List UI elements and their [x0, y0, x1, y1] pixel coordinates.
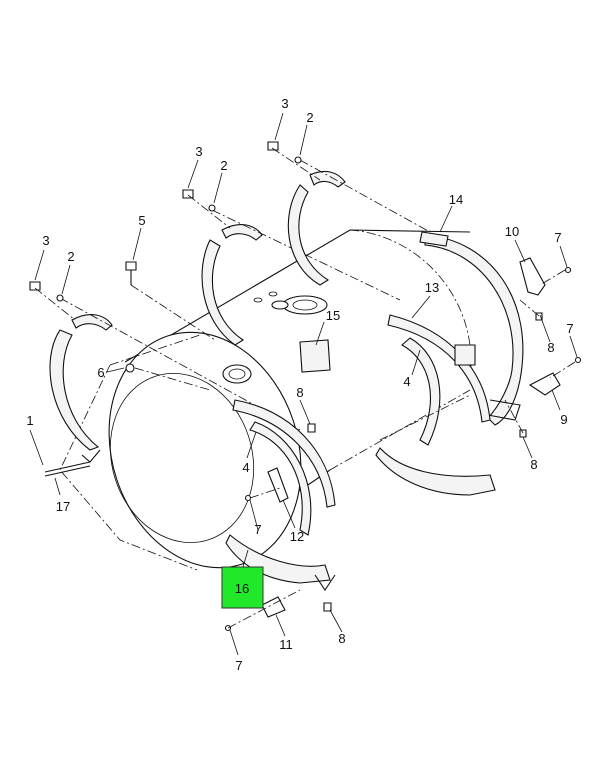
- callout-1[interactable]: 1: [26, 413, 33, 428]
- callout-4[interactable]: 4: [403, 374, 410, 389]
- highlighted-item-16[interactable]: 16: [221, 566, 264, 609]
- rear-bracket-14: [419, 231, 524, 426]
- callout-2[interactable]: 2: [220, 158, 227, 173]
- callout-5[interactable]: 5: [138, 213, 145, 228]
- callout-9[interactable]: 9: [560, 412, 567, 427]
- callout-8[interactable]: 8: [296, 385, 303, 400]
- callout-12[interactable]: 12: [290, 529, 304, 544]
- highlight-box[interactable]: [221, 566, 264, 609]
- callout-7[interactable]: 7: [254, 522, 261, 537]
- callout-8[interactable]: 8: [547, 340, 554, 355]
- callout-13[interactable]: 13: [425, 280, 439, 295]
- callout-7[interactable]: 7: [566, 321, 573, 336]
- bracket-9: [528, 372, 561, 396]
- callout-4[interactable]: 4: [242, 460, 249, 475]
- callout-7[interactable]: 7: [235, 658, 242, 673]
- bracket-15: [225, 339, 336, 591]
- callout-7[interactable]: 7: [554, 230, 561, 245]
- callout-17[interactable]: 17: [56, 499, 70, 514]
- bracket-10: [519, 257, 546, 296]
- callout-11[interactable]: 11: [279, 637, 293, 652]
- callout-16[interactable]: 16: [235, 581, 249, 596]
- bracket-13: [375, 314, 496, 496]
- fasteners: [29, 141, 582, 632]
- callout-2[interactable]: 2: [306, 110, 313, 125]
- callout-15[interactable]: 15: [326, 308, 340, 323]
- callout-14[interactable]: 14: [449, 192, 463, 207]
- middle-strap-assembly: [201, 209, 401, 346]
- callout-3[interactable]: 3: [42, 233, 49, 248]
- callout-3[interactable]: 3: [195, 144, 202, 159]
- rear-strap-assembly: [287, 159, 431, 286]
- callout-10[interactable]: 10: [505, 224, 519, 239]
- callout-2[interactable]: 2: [67, 249, 74, 264]
- bracket-12: [267, 467, 289, 503]
- callout-3[interactable]: 3: [281, 96, 288, 111]
- callout-labels: 3 2 3 2 3 2 5 6 1 17 15 13 14 10 7 7 8 9…: [26, 96, 573, 673]
- callout-6[interactable]: 6: [97, 365, 104, 380]
- callout-8[interactable]: 8: [338, 631, 345, 646]
- leader-lines: [29, 112, 578, 656]
- bracket-11: [261, 596, 286, 618]
- callout-8[interactable]: 8: [530, 457, 537, 472]
